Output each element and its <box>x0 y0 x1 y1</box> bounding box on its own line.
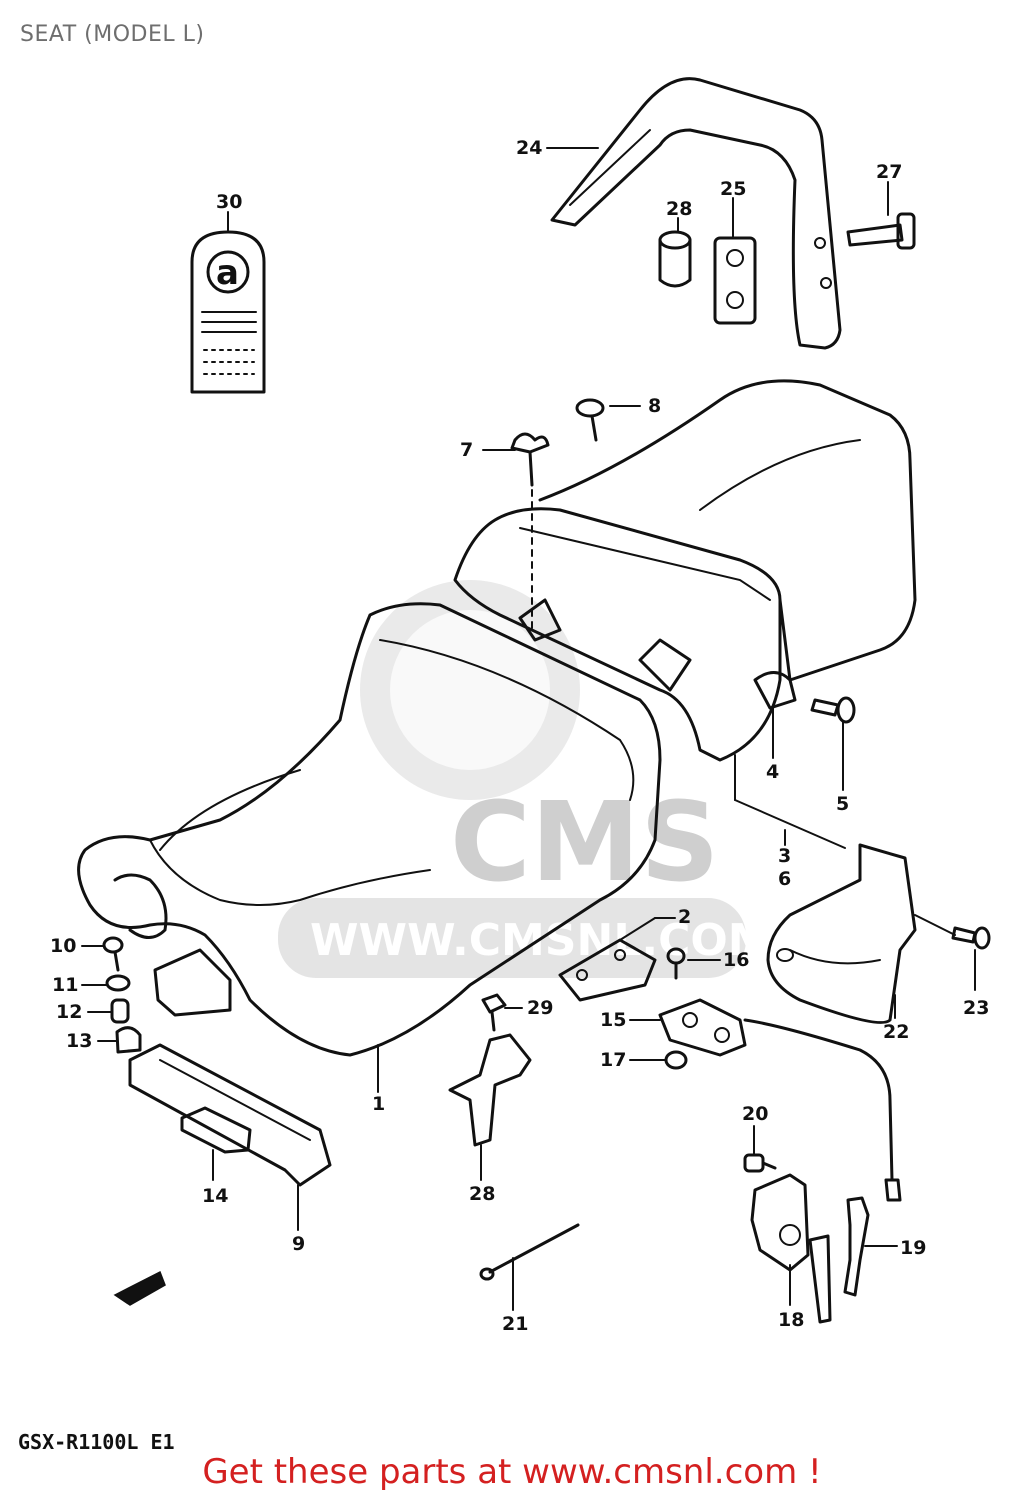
callout-30: 30 <box>216 191 242 213</box>
callout-numbers: 24 30 28 25 27 8 7 4 5 3 6 2 16 10 11 12… <box>50 137 989 1335</box>
cushion-13 <box>115 1026 142 1054</box>
model-code: GSX-R1100L E1 <box>18 1430 175 1454</box>
callout-27: 27 <box>876 161 902 183</box>
front-seat-bracket <box>128 1043 332 1187</box>
watermark-logo: CMS <box>450 778 719 906</box>
callout-5: 5 <box>836 793 849 815</box>
washer-11 <box>105 974 131 992</box>
seat-lock-bracket <box>448 1033 532 1147</box>
callout-18: 18 <box>778 1309 804 1331</box>
callout-28-top: 28 <box>666 198 692 220</box>
bolt-29 <box>481 993 507 1032</box>
callout-19: 19 <box>900 1237 926 1259</box>
grab-rail <box>550 77 842 350</box>
callout-28-bottom: 28 <box>469 1183 495 1205</box>
front-seat <box>77 602 662 1057</box>
screw-23 <box>951 926 991 950</box>
watermark: CMS WWW.CMSNL.COM <box>278 580 772 978</box>
cable-end <box>884 1178 902 1202</box>
callout-13: 13 <box>66 1030 92 1052</box>
callout-2: 2 <box>678 906 691 928</box>
collar <box>658 230 692 288</box>
rail-bolt <box>846 212 916 250</box>
caution-label-tag: a <box>190 230 266 394</box>
page-title: SEAT (MODEL L) <box>20 22 205 47</box>
callout-7: 7 <box>460 439 473 461</box>
lock-cable <box>743 1018 894 1182</box>
screw-8 <box>575 398 605 442</box>
callout-22: 22 <box>883 1021 909 1043</box>
callout-25: 25 <box>720 178 746 200</box>
lock-lever-19 <box>843 1196 870 1297</box>
callout-3: 3 <box>778 845 791 867</box>
nut-17 <box>664 1050 688 1070</box>
screw-5 <box>810 696 856 724</box>
callout-16: 16 <box>723 949 749 971</box>
plate-2 <box>558 938 657 1002</box>
callout-1: 1 <box>372 1093 385 1115</box>
callout-14: 14 <box>202 1185 228 1207</box>
callout-8: 8 <box>648 395 661 417</box>
footer-link[interactable]: Get these parts at www.cmsnl.com ! <box>202 1452 822 1492</box>
leader-lines <box>81 147 976 1311</box>
callout-17: 17 <box>600 1049 626 1071</box>
callout-12: 12 <box>56 1001 82 1023</box>
callout-20: 20 <box>742 1103 768 1125</box>
collar-12 <box>110 998 130 1024</box>
callout-21: 21 <box>502 1313 528 1335</box>
spacer-plate <box>713 236 757 325</box>
rear-seat <box>453 379 917 771</box>
seat-lock <box>750 1173 832 1324</box>
callout-11: 11 <box>52 974 78 996</box>
callout-9: 9 <box>292 1233 305 1255</box>
label-tag-letter: a <box>216 253 239 293</box>
seat-hook-bracket <box>766 843 917 1024</box>
screw-16 <box>666 947 686 980</box>
callout-4: 4 <box>766 761 779 783</box>
callout-6: 6 <box>778 868 791 890</box>
bolt-20 <box>743 1153 777 1173</box>
callout-15: 15 <box>600 1009 626 1031</box>
front-direction-arrow-icon <box>113 1270 166 1306</box>
callout-29: 29 <box>527 997 553 1019</box>
callout-24: 24 <box>516 137 542 159</box>
callout-23: 23 <box>963 997 989 1019</box>
callout-10: 10 <box>50 935 76 957</box>
lock-lever <box>658 998 747 1057</box>
wing-bolt <box>510 432 550 631</box>
screw-10 <box>102 936 124 972</box>
seat-rod <box>479 1223 580 1281</box>
